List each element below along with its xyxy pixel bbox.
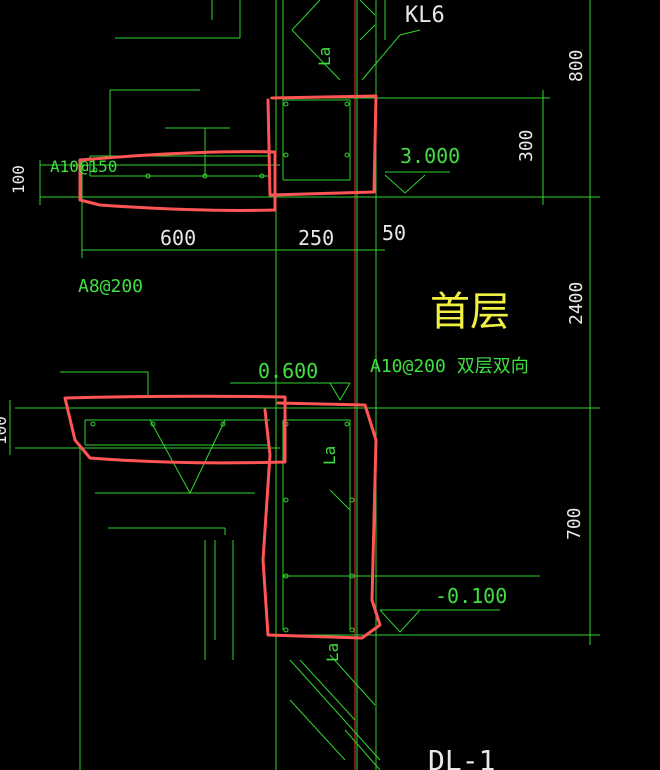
dim-slab-lower: 100 [0,416,10,445]
anchor-label-upper: La [315,47,334,66]
upper-rebar-label: A10@150 [50,157,117,176]
dim-wall: 700 [564,507,585,540]
labels: KL6 A10@150 3.000 600 250 50 A8@200 首层 A… [0,3,587,770]
beam-label: KL6 [405,3,445,28]
dim-offset: 50 [382,221,406,245]
lower-elevation: 0.600 [258,359,318,383]
dim-overhang: 600 [160,226,196,250]
floor-label: 首层 [430,289,510,335]
middle-rebar-label: A8@200 [78,276,143,297]
bottom-elevation: -0.100 [435,584,507,608]
anchor-label-lower-2: La [323,643,342,662]
dim-beam: 250 [298,226,334,250]
lower-rebar-label: A10@200 双层双向 [370,356,529,377]
dim-slab-upper: 100 [9,165,28,194]
partial-label: DL-1 [428,744,495,770]
dim-top: 800 [566,49,587,82]
upper-elevation: 3.000 [400,144,460,168]
anchor-label-lower-1: La [320,446,339,465]
structure-lines [9,0,600,770]
story-height: 2400 [566,282,587,325]
dim-beam-depth: 300 [516,129,537,162]
red-markups [63,94,382,640]
